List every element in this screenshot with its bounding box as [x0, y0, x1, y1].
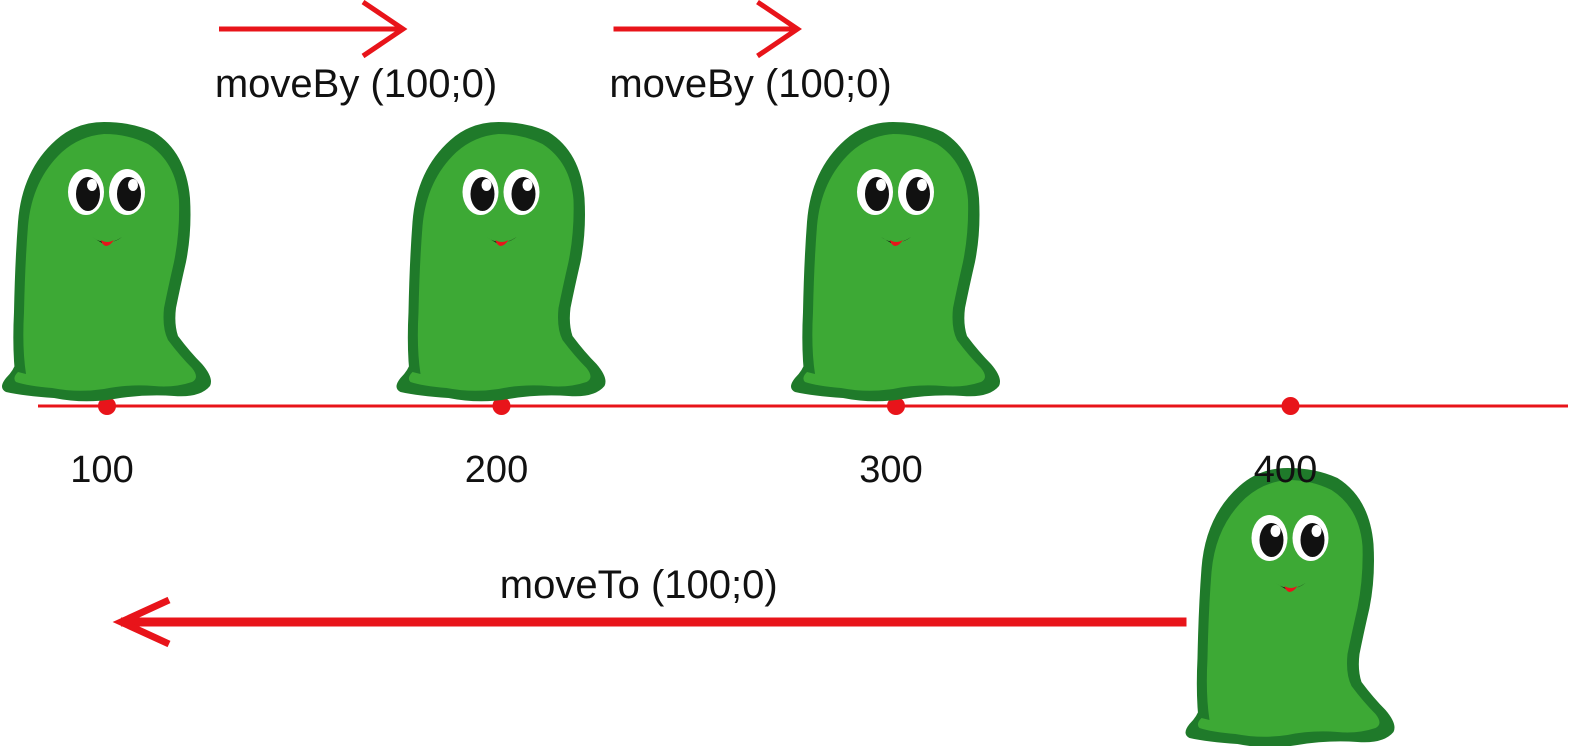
arrow-head-icon-1	[361, 0, 408, 59]
ghost-icon-1	[2, 122, 211, 402]
tick-labels: 100 200 300 400	[70, 449, 1317, 491]
arrow-head-icon-3	[112, 596, 171, 648]
ghost-sprites	[2, 122, 1395, 746]
ghost-icon-2	[396, 122, 606, 402]
tick-label-400: 400	[1254, 449, 1317, 491]
move-label-1: moveBy (100;0)	[215, 62, 497, 106]
move-label-2: moveBy (100;0)	[609, 62, 891, 106]
tick-dot-100	[98, 397, 116, 415]
tick-dot-200	[492, 397, 511, 415]
move-arrows: moveBy (100;0) moveBy (100;0) moveTo (100;…	[112, 0, 1187, 648]
arrow-head-icon-2	[756, 0, 802, 59]
tick-label-200: 200	[465, 449, 528, 491]
move-3: moveTo (100;0)	[112, 563, 1187, 648]
tick-dot-400	[1281, 397, 1300, 415]
tick-label-100: 100	[70, 449, 133, 491]
tick-dot-300	[887, 397, 905, 415]
move-label-3: moveTo (100;0)	[500, 563, 778, 607]
number-line	[38, 397, 1568, 415]
tick-label-300: 300	[859, 449, 922, 491]
move-2: moveBy (100;0)	[609, 0, 892, 106]
ghost-icon-3	[791, 122, 1000, 402]
ghost-icon-4	[1185, 468, 1395, 746]
move-1: moveBy (100;0)	[215, 0, 497, 106]
